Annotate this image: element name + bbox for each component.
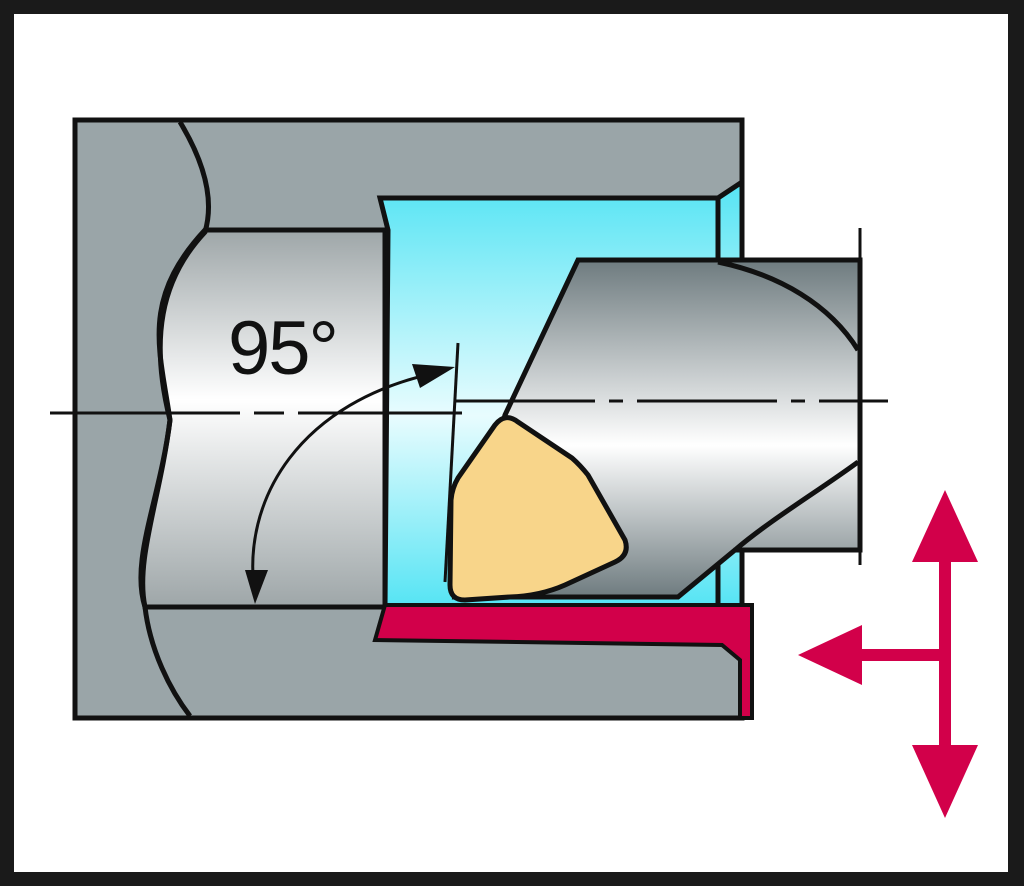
cutting-edge-reference-line: [443, 342, 460, 583]
machined-surface: [372, 603, 754, 720]
break-line: [138, 120, 212, 718]
bar-contour: [717, 259, 861, 352]
feed-direction-arrows-icon: [798, 490, 978, 818]
bore: [140, 227, 388, 610]
arrowhead-icon: [412, 364, 455, 388]
approach-angle-label: 95°: [228, 306, 339, 391]
angle-arc: [251, 370, 441, 596]
bar-contour-lower: [733, 459, 860, 552]
cutting-insert: [447, 415, 629, 603]
arrowhead-icon: [245, 570, 268, 604]
